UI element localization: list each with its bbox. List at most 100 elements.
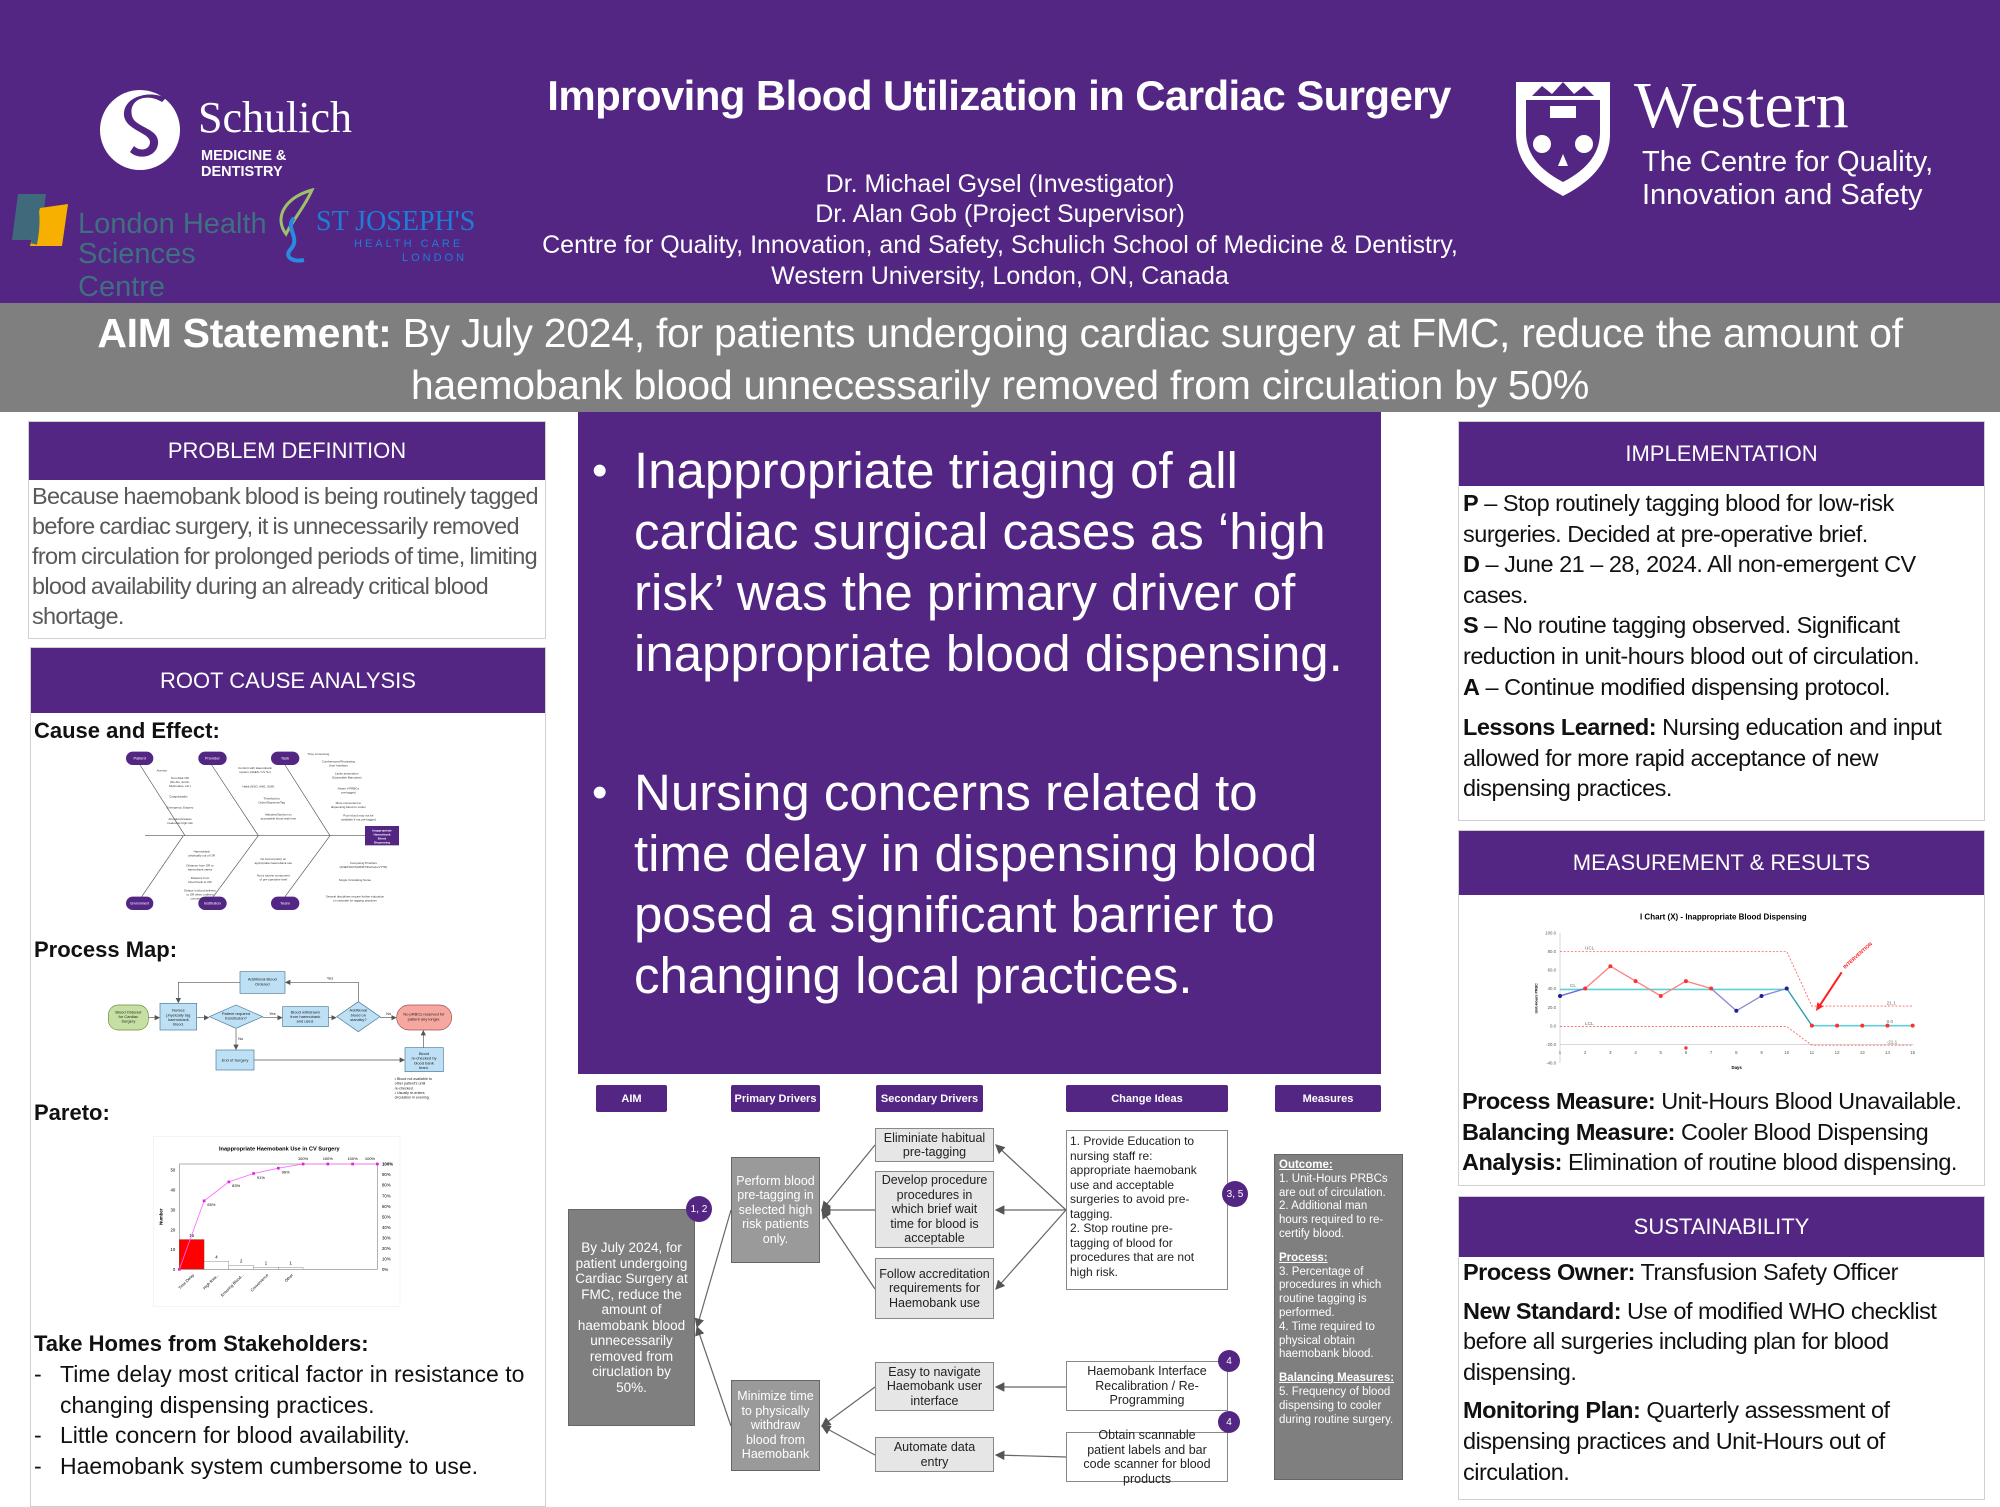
pareto-cumulative-point bbox=[277, 1166, 280, 1170]
lessons-learned-text: Nursing education and input allowed for … bbox=[1463, 714, 1942, 802]
ichart-xtick: 2 bbox=[1584, 1050, 1587, 1055]
process-label: Process: bbox=[1279, 1251, 1328, 1264]
pareto-y2tick: 10% bbox=[382, 1256, 391, 1261]
aim-label: AIM Statement: bbox=[97, 310, 392, 356]
change-idea-text: 1. Provide Education to nursing staff re… bbox=[1070, 1134, 1197, 1221]
lhsc-line2: Sciences Centre bbox=[78, 238, 196, 303]
pdsa-item-text: – Continue modified dispensing protocol. bbox=[1479, 673, 1891, 700]
secondary-driver: Develop procedure procedures in which br… bbox=[875, 1171, 994, 1248]
fishbone-cause-institution: Not a routine component bbox=[257, 874, 290, 878]
ichart-ucl-line bbox=[1560, 950, 1913, 1007]
ichart-xlabel: Days bbox=[1731, 1065, 1742, 1070]
measure-item: 5. Frequency of blood dispensing to cool… bbox=[1279, 1385, 1394, 1426]
pareto-cumulative-point bbox=[227, 1180, 231, 1184]
fishbone-cause-task: User Interface bbox=[329, 763, 348, 767]
fishbone-cause-environment: Distance from OR to bbox=[186, 864, 214, 868]
fishbone-cat-team: Team bbox=[280, 901, 290, 906]
pdsa-item-text: – Stop routinely tagging blood for low-r… bbox=[1463, 490, 1894, 547]
pareto-y2tick: 50% bbox=[382, 1214, 391, 1219]
ichart-xtick: 1 bbox=[1559, 1050, 1562, 1055]
key-findings-panel: •Inappropriate triaging of all cardiac s… bbox=[578, 412, 1381, 1074]
measurement-heading: MEASUREMENT & RESULTS bbox=[1459, 831, 1984, 895]
ichart-limit-label: UCL bbox=[1585, 946, 1595, 951]
ichart-ytick: -40.0 bbox=[1546, 1060, 1556, 1065]
driver-header-aim: AIM bbox=[596, 1085, 667, 1112]
fishbone-cause-provider: Comfort with Haemobank bbox=[238, 766, 272, 770]
pdsa-item-text: – June 21 – 28, 2024. All non-emergent C… bbox=[1463, 551, 1916, 608]
process-note: • Blood not available to bbox=[395, 1077, 432, 1081]
pdsa-item-key: A bbox=[1463, 673, 1480, 700]
measure-item: 2. Additional man hours required to re-c… bbox=[1279, 1200, 1384, 1240]
secondary-driver: Eliminiate habitual pre-tagging bbox=[875, 1128, 994, 1162]
fishbone-cause-task: (Scannable Barcodes) bbox=[332, 775, 362, 779]
ichart-data-point bbox=[1583, 986, 1588, 991]
fishbone-cause-team: Competing Priorities bbox=[350, 861, 378, 865]
ichart-xtick: 10 bbox=[1784, 1050, 1789, 1055]
pareto-chart: Inappropriate Haemobank Use in CV Surger… bbox=[140, 1130, 410, 1310]
driver-header-change: Change Ideas bbox=[1066, 1085, 1228, 1112]
ichart-limit-label: 0.0 bbox=[1887, 1019, 1894, 1024]
finding-bullet: •Nursing concerns related to time delay … bbox=[592, 762, 1354, 1006]
fishbone-cause-institution: No formal policy on bbox=[260, 857, 286, 861]
sustainability-item-key: Process Owner: bbox=[1463, 1259, 1635, 1285]
measurement-item-key: Analysis: bbox=[1462, 1149, 1563, 1176]
pareto-ytick: 20 bbox=[171, 1227, 176, 1232]
sustainability-panel: SUSTAINABILITY Process Owner: Transfusio… bbox=[1458, 1196, 1985, 1500]
takehome-text: Little concern for blood availability. bbox=[60, 1422, 410, 1448]
fishbone-cat-institution: Institution bbox=[204, 901, 221, 906]
aim-statement: AIM Statement: By July 2024, for patient… bbox=[0, 303, 2000, 412]
process-step-decision1: transfusion? bbox=[225, 1016, 248, 1021]
ichart-series-segment bbox=[1735, 995, 1762, 1012]
pareto-cumulative-point bbox=[252, 1172, 255, 1175]
ichart-title: I Chart (X) - Inappropriate Blood Dispen… bbox=[1640, 913, 1807, 922]
measurement-item-key: Balancing Measure: bbox=[1462, 1118, 1676, 1145]
primary-driver: Minimize time to physically withdraw blo… bbox=[731, 1380, 820, 1471]
change-badge: 4 bbox=[1218, 1411, 1240, 1433]
aim-box: By July 2024, for patient undergoing Car… bbox=[568, 1209, 695, 1426]
measurement-item-text: Unit-Hours Blood Unavailable. bbox=[1655, 1088, 1962, 1114]
pdsa-item-key: S bbox=[1463, 612, 1479, 639]
author-supervisor: Dr. Alan Gob (Project Supervisor) bbox=[815, 200, 1185, 228]
driver-connectors bbox=[694, 1144, 1067, 1461]
problem-heading: PROBLEM DEFINITION bbox=[29, 422, 545, 480]
fishbone-cause-environment: Haemobank bbox=[194, 849, 211, 853]
fishbone-cause-provider: Attitudes/Opinion on bbox=[265, 813, 292, 817]
process-step-tag: physically tag bbox=[166, 1012, 190, 1017]
fishbone-cause-environment: Delays in blood delivery bbox=[184, 889, 216, 893]
process-note: re-checked. bbox=[395, 1086, 414, 1090]
ichart-lcl-line bbox=[1560, 1026, 1913, 1046]
pareto-cumulative-point bbox=[376, 1162, 379, 1166]
driver-diagram: AIM Primary Drivers Secondary Drivers Ch… bbox=[560, 1075, 1410, 1500]
ichart-data-point bbox=[1734, 1008, 1739, 1013]
pareto-y2tick: 30% bbox=[382, 1235, 391, 1240]
aim-badge: 1, 2 bbox=[686, 1196, 712, 1222]
process-step-decision2: Additional bbox=[350, 1008, 368, 1013]
ichart-data-point bbox=[1558, 993, 1562, 998]
ichart-data-point bbox=[1885, 1023, 1890, 1028]
driver-header-secondary: Secondary Drivers bbox=[876, 1085, 983, 1112]
ichart-series-segment bbox=[1685, 980, 1712, 990]
fishbone-cause-team: Single Circulating Nurse bbox=[339, 878, 372, 882]
measure-item: 1. Unit-Hours PRBCs are out of circulati… bbox=[1279, 1172, 1388, 1199]
process-step-withdrawn: Blood withdrawn bbox=[291, 1009, 320, 1014]
rca-panel: ROOT CAUSE ANALYSIS bbox=[30, 647, 546, 1507]
sustainability-item: Process Owner: Transfusion Safety Office… bbox=[1463, 1257, 1980, 1288]
takehome-text: Time delay most critical factor in resis… bbox=[60, 1361, 525, 1418]
ichart-xtick: 7 bbox=[1710, 1050, 1713, 1055]
ichart-data-point bbox=[1759, 993, 1764, 998]
ichart-limit-label: LCL bbox=[1585, 1021, 1594, 1026]
lessons-learned: Lessons Learned: Nursing education and i… bbox=[1463, 712, 1980, 804]
process-step-end-red: No pRBCs reserved for bbox=[403, 1012, 445, 1017]
ichart-xtick: 12 bbox=[1835, 1050, 1840, 1055]
fishbone-head: Haemobank bbox=[373, 833, 390, 837]
ichart-xtick: 14 bbox=[1885, 1050, 1890, 1055]
pdsa-item-text: – No routine tagging observed. Significa… bbox=[1463, 612, 1920, 669]
stjosephs-sub1: HEALTH CARE bbox=[354, 238, 464, 250]
ichart-data-point bbox=[1608, 964, 1613, 969]
pareto-cumulative-label: 100% bbox=[347, 1156, 358, 1161]
western-shield-icon bbox=[1516, 82, 1610, 196]
ichart-ytick: 100.0 bbox=[1545, 930, 1556, 935]
measurement-item-key: Process Measure: bbox=[1462, 1088, 1656, 1114]
